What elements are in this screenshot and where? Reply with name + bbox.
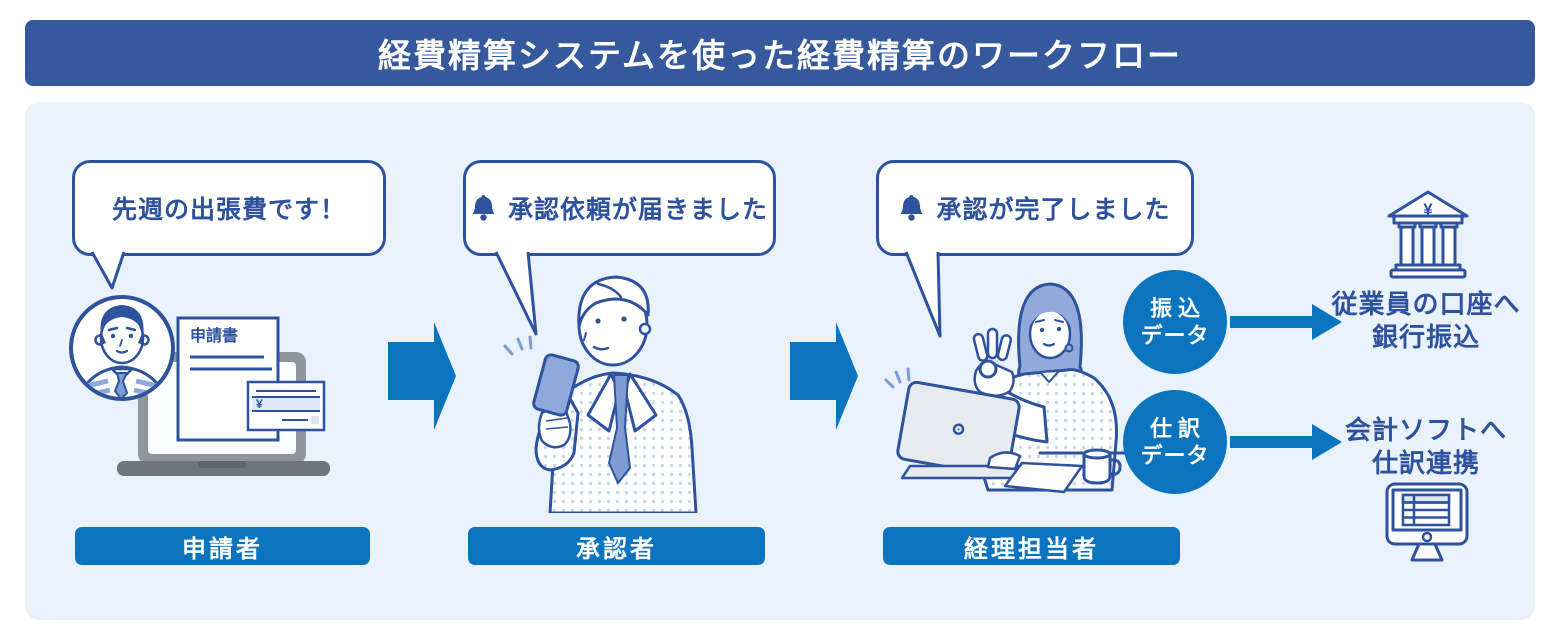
destination-accounting-software: 会計ソフトへ 仕訳連携 [1328,414,1524,480]
ok-sign-hand [978,359,998,379]
role-label-accounting: 経理担当者 [883,527,1180,565]
coffee-mug [1082,448,1122,485]
role-label-applicant: 申請者 [75,527,370,565]
output-arrow-2 [1230,424,1342,460]
illustration-accounting-staff [884,282,1130,494]
badge-text: 振込 [1149,296,1206,321]
paper [1003,461,1084,494]
notification-sparks [884,367,911,389]
speech-bubble-accounting: 承認が完了しました [876,160,1194,256]
badge-text: データ [1140,323,1210,348]
speech-bubble-tail [90,250,126,290]
speech-bubble-text: 承認依頼が届きました [507,196,768,224]
badge-journal-data: 仕訳 データ [1123,390,1227,494]
destination-bank-transfer: 従業員の口座へ 銀行振込 [1328,288,1524,354]
notification-sparks [503,335,533,356]
speech-bubble-approver: 承認依頼が届きました [463,160,776,256]
illustration-approver [503,275,698,513]
accounting-software-monitor-icon [1385,482,1469,562]
flow-arrow-1 [388,322,456,430]
output-arrow-1 [1230,304,1342,340]
speech-bubble-text: 先週の出張費です！ [111,196,346,224]
destination-text: 仕訳連携 [1371,448,1480,478]
flow-arrow-2 [790,322,858,430]
receipt-yen-symbol: ¥ [256,397,263,411]
speech-bubble-tail [494,250,538,336]
destination-text: 会計ソフトへ [1344,415,1507,445]
bank-icon: ¥ [1387,190,1469,279]
page-title: 経費精算システムを使った経費精算のワークフロー [377,37,1182,74]
role-label-approver: 承認者 [468,527,765,565]
speech-bubble-text: 承認が完了しました [936,196,1171,224]
speech-bubble-applicant: 先週の出張費です！ [72,160,386,256]
badge-text: 仕訳 [1149,416,1206,441]
smartphone [532,353,580,417]
bell-icon [472,195,495,221]
title-bar: 経費精算システムを使った経費精算のワークフロー [25,20,1535,86]
speech-bubble-tail [904,250,942,338]
badge-text: データ [1140,443,1210,468]
document-title: 申請書 [190,326,238,345]
destination-text: 従業員の口座へ [1331,289,1521,319]
bell-icon [900,195,923,221]
destination-text: 銀行振込 [1371,322,1480,352]
badge-transfer-data: 振込 データ [1123,270,1227,374]
illustration-applicant: 申請書 ¥ [69,295,330,476]
bank-yen-symbol: ¥ [1423,200,1433,219]
